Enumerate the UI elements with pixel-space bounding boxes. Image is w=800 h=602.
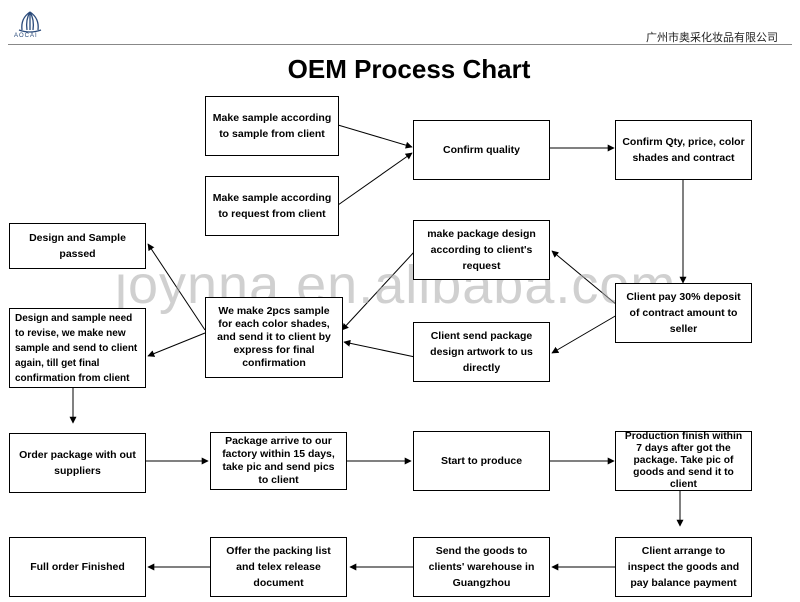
arrow-samples-to-passed (147, 243, 206, 331)
box-confirm-quality: Confirm quality (413, 120, 550, 180)
box-two-samples: We make 2pcs sample for each color shade… (205, 297, 343, 378)
box-design-passed: Design and Sample passed (9, 223, 146, 269)
box-packing-list: Offer the packing list and telex release… (210, 537, 347, 597)
box-sample-from-request: Make sample according to request from cl… (205, 176, 339, 236)
arrow-samples-to-revise (147, 332, 206, 357)
arrow-design-to-samples (341, 250, 416, 331)
box-inspect: Client arrange to inspect the goods and … (615, 537, 752, 597)
box-deposit: Client pay 30% deposit of contract amoun… (615, 283, 752, 343)
box-revise: Design and sample need to revise, we mak… (9, 308, 146, 388)
header-divider (8, 44, 792, 45)
arrow-deposit-to-design (551, 250, 618, 306)
page-title: OEM Process Chart (287, 54, 531, 84)
box-confirm-qty: Confirm Qty, price, color shades and con… (615, 120, 752, 180)
company-logo (18, 11, 42, 33)
arrow-artwork-to-samples (343, 339, 416, 358)
box-sample-from-client: Make sample according to sample from cli… (205, 96, 339, 156)
box-production-finish: Production finish within 7 days after go… (615, 431, 752, 491)
company-name: 广州市奥采化妆品有限公司 (646, 31, 778, 44)
arrow-deposit-to-artwork (551, 314, 618, 354)
box-package-design: make package design according to client'… (413, 220, 550, 280)
arrow-sample-to-quality (337, 124, 413, 149)
box-client-artwork: Client send package design artwork to us… (413, 322, 550, 382)
box-send-goods: Send the goods to clients' warehouse in … (413, 537, 550, 597)
box-start-produce: Start to produce (413, 431, 550, 491)
arrow-request-to-quality (337, 152, 413, 206)
box-package-arrive: Package arrive to our factory within 15 … (210, 432, 347, 490)
logo-text: AOCAI (14, 33, 38, 39)
box-order-package: Order package with out suppliers (9, 433, 146, 493)
box-full-order: Full order Finished (9, 537, 146, 597)
